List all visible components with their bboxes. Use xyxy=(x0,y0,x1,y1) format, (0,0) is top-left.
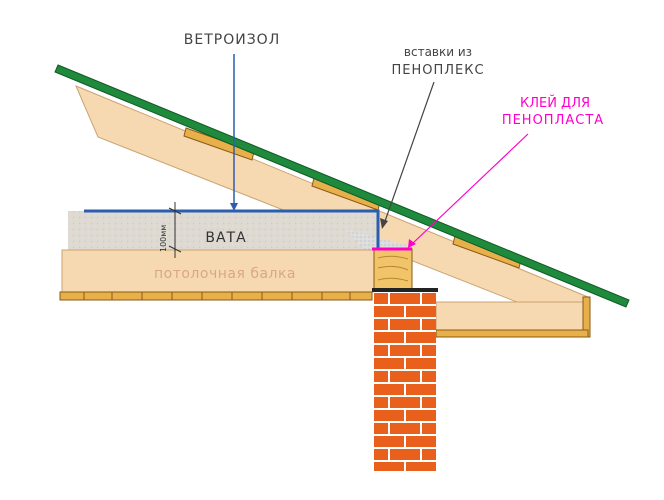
thickness-dimension xyxy=(168,202,182,258)
wool-label: ВАТА xyxy=(205,230,246,246)
brick xyxy=(374,332,404,343)
brick xyxy=(406,384,436,395)
brick xyxy=(374,345,388,356)
brick xyxy=(374,293,388,304)
windproof-arrow xyxy=(230,203,238,211)
brick xyxy=(374,306,404,317)
brick xyxy=(406,306,436,317)
eave-board xyxy=(435,301,584,331)
brick xyxy=(406,358,436,369)
brick xyxy=(406,436,436,447)
brick xyxy=(406,462,436,471)
brick xyxy=(374,397,388,408)
foam-leader xyxy=(383,81,435,225)
brick xyxy=(374,449,388,460)
brick xyxy=(390,293,420,304)
brick xyxy=(406,410,436,421)
brick-wall xyxy=(374,292,436,471)
brick xyxy=(422,293,436,304)
foam-inserts-label-2: ПЕНОПЛЕКС xyxy=(391,63,484,78)
brick xyxy=(374,436,404,447)
brick xyxy=(422,449,436,460)
brick xyxy=(374,319,388,330)
roof-covering xyxy=(54,64,630,308)
brick xyxy=(374,371,388,382)
glue-label-1: КЛЕЙ ДЛЯ xyxy=(520,95,590,111)
soffit-board xyxy=(435,329,589,338)
brick xyxy=(374,462,404,471)
brick xyxy=(422,423,436,434)
brick xyxy=(422,371,436,382)
brick xyxy=(390,397,420,408)
glue-leader xyxy=(411,133,529,245)
brick xyxy=(390,449,420,460)
brick xyxy=(422,319,436,330)
ceiling-beam-label: потолочная балка xyxy=(154,266,296,282)
brick xyxy=(390,345,420,356)
thickness-label: 100мм xyxy=(159,225,168,252)
insulation-wool xyxy=(68,211,378,250)
brick xyxy=(422,397,436,408)
brick xyxy=(374,384,404,395)
brick xyxy=(374,358,404,369)
brick xyxy=(374,423,388,434)
foam-arrow xyxy=(380,218,388,229)
ceiling-boards xyxy=(59,291,373,301)
glue-label-2: ПЕНОПЛАСТА xyxy=(502,113,604,128)
windproof-label: ВЕТРОИЗОЛ xyxy=(184,32,280,48)
foam-inserts-label-1: вставки из xyxy=(404,45,472,59)
brick xyxy=(390,371,420,382)
brick xyxy=(422,345,436,356)
wall-cap xyxy=(372,288,438,292)
brick xyxy=(390,423,420,434)
wall-plate-grain xyxy=(377,255,409,282)
brick xyxy=(374,410,404,421)
brick xyxy=(390,319,420,330)
brick xyxy=(406,332,436,343)
windproof-membrane xyxy=(84,209,380,250)
glue-arrow xyxy=(408,239,416,248)
